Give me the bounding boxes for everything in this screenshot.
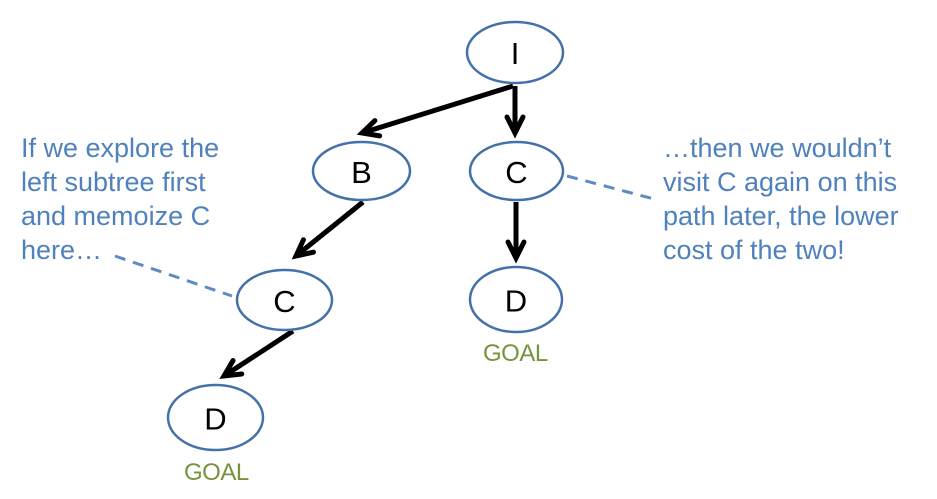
annotation-right-line-2: visit C again on this xyxy=(663,167,898,197)
annotation-left-line-2: left subtree first xyxy=(21,167,206,197)
annotation-left-line-3: and memoize C xyxy=(21,201,211,231)
annotation-right-line-4: cost of the two! xyxy=(663,235,845,265)
node-d-left-label: D xyxy=(204,401,226,436)
annotation-left-line-1: If we explore the xyxy=(21,133,220,163)
node-d-left-ellipse xyxy=(166,383,265,452)
node-c-right-label: C xyxy=(505,155,527,190)
edge-b-to-c-left xyxy=(291,200,365,260)
node-root-ellipse xyxy=(465,20,565,85)
node-root: I xyxy=(465,20,565,85)
node-d-right-ellipse xyxy=(468,265,564,334)
annotation-right-line-3: path later, the lower xyxy=(663,201,899,231)
node-c-left-ellipse xyxy=(235,268,334,332)
node-c-right-ellipse xyxy=(468,140,565,202)
edge-c-left-to-d-left xyxy=(219,328,295,380)
callout-line-right xyxy=(566,174,655,201)
annotation-right: …then we wouldn’t visit C again on this … xyxy=(663,131,899,267)
annotation-left: If we explore the left subtree first and… xyxy=(21,131,219,267)
goal-label-left: GOAL xyxy=(184,459,249,486)
goal-label-right: GOAL xyxy=(483,340,548,367)
node-b-ellipse xyxy=(311,140,412,202)
annotation-left-line-4: here… xyxy=(21,235,103,265)
node-b-label: B xyxy=(351,155,372,190)
annotation-right-line-1: …then we wouldn’t xyxy=(663,133,892,163)
node-d-right-label: D xyxy=(505,283,527,318)
node-b: B xyxy=(311,140,412,202)
edge-root-to-b xyxy=(356,83,514,139)
node-c-left: C xyxy=(235,268,334,332)
node-c-right: C xyxy=(468,140,565,202)
callout-line-left xyxy=(114,254,233,298)
node-c-left-label: C xyxy=(273,284,295,319)
node-root-label: I xyxy=(511,36,520,71)
node-d-left: D xyxy=(166,383,265,452)
node-d-right: D xyxy=(468,265,564,334)
